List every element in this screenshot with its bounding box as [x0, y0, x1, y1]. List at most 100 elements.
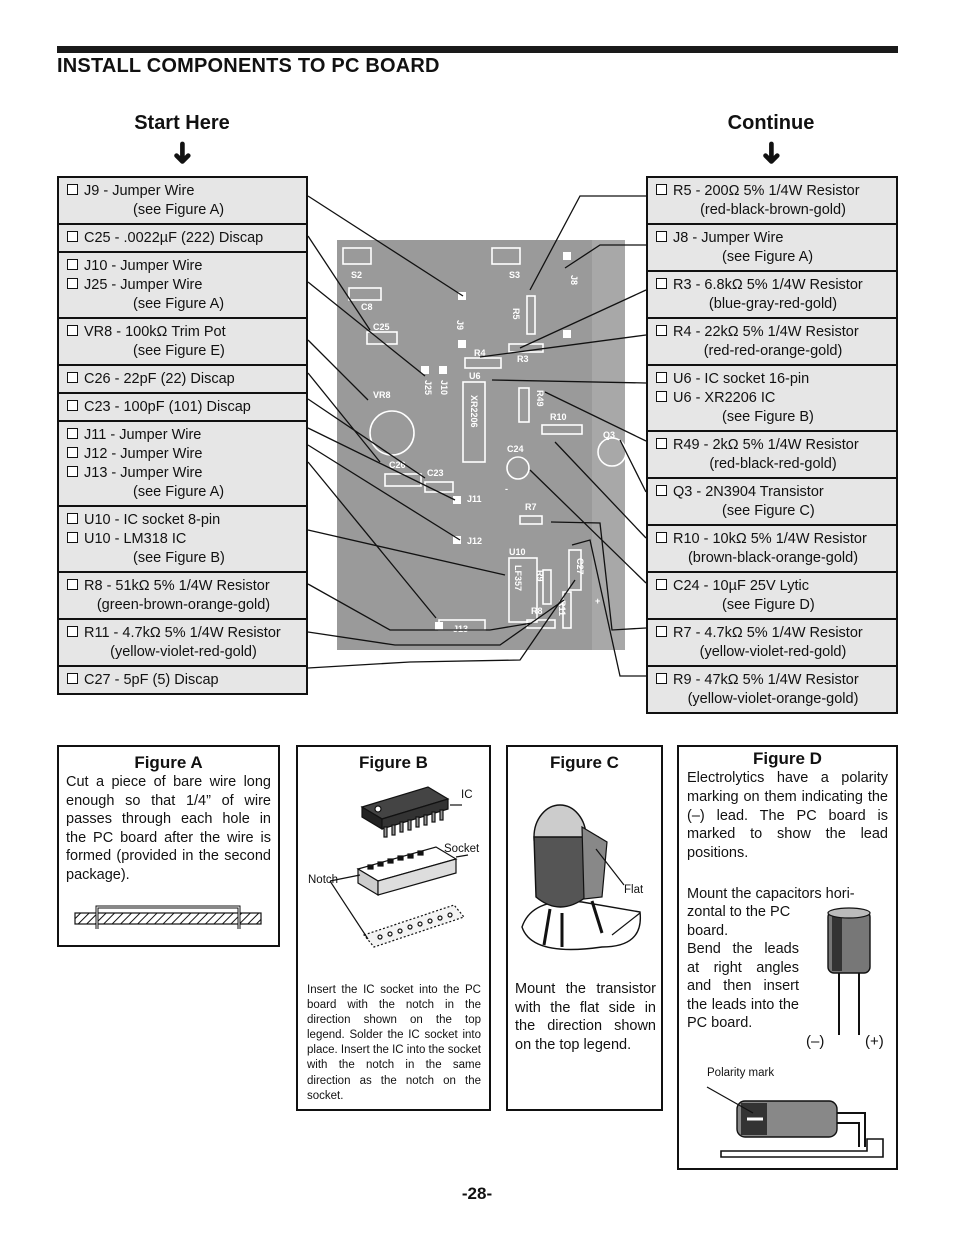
- transistor-q3-outline: [597, 437, 625, 467]
- step-checkbox[interactable]: [67, 428, 78, 439]
- step-text: C27 - 5pF (5) Discap: [84, 672, 219, 688]
- step-item: VR8 - 100kΩ Trim Pot(see Figure E): [59, 319, 306, 366]
- figure-d-title: Figure D: [753, 749, 822, 768]
- step-label: J8 - Jumper Wire: [656, 229, 890, 248]
- step-checkbox[interactable]: [67, 626, 78, 637]
- board-legend-label: R9: [535, 570, 545, 582]
- step-note: (see Figure B): [656, 408, 890, 427]
- step-text: R5 - 200Ω 5% 1/4W Resistor: [673, 183, 860, 199]
- ic-body-front: [381, 798, 449, 830]
- step-checkbox[interactable]: [67, 184, 78, 195]
- board-legend-label: U6: [469, 371, 481, 381]
- board-legend-label: -: [505, 484, 508, 494]
- step-checkbox[interactable]: [67, 579, 78, 590]
- board-legend-label: Q3: [603, 430, 615, 440]
- step-text: R10 - 10kΩ 5% 1/4W Resistor: [673, 531, 867, 547]
- lead-bent-2: [837, 1122, 860, 1147]
- step-checkbox[interactable]: [656, 438, 667, 449]
- board-legend-label: R7: [525, 502, 537, 512]
- step-checkbox[interactable]: [656, 391, 667, 402]
- step-text: Q3 - 2N3904 Transistor: [673, 484, 824, 500]
- board-legend-label: R10: [550, 412, 567, 422]
- start-heading: Start Here: [134, 112, 230, 134]
- figure-a-text: Cut a piece of bare wire long enough so …: [66, 774, 271, 883]
- cap-c25-outline: [366, 331, 398, 345]
- step-note: (see Figure B): [67, 549, 300, 568]
- step-text: (see Figure A): [722, 249, 814, 265]
- step-item: R8 - 51kΩ 5% 1/4W Resistor(green-brown-o…: [59, 573, 306, 620]
- step-checkbox[interactable]: [67, 231, 78, 242]
- board-legend-label: C8: [361, 302, 373, 312]
- step-checkbox[interactable]: [67, 278, 78, 289]
- lead-1: [542, 908, 552, 946]
- step-checkbox[interactable]: [67, 532, 78, 543]
- step-checkbox[interactable]: [67, 400, 78, 411]
- board-legend-label: S3: [509, 270, 520, 280]
- step-checkbox[interactable]: [67, 372, 78, 383]
- page-title: INSTALL COMPONENTS TO PC BOARD: [57, 55, 440, 77]
- step-checkbox[interactable]: [656, 184, 667, 195]
- step-note: (see Figure A): [67, 483, 300, 502]
- step-text: (red-red-orange-gold): [703, 343, 843, 359]
- step-checkbox[interactable]: [656, 325, 667, 336]
- cap-c24-outline: [506, 456, 530, 480]
- step-text: C26 - 22pF (22) Discap: [84, 371, 235, 387]
- step-text: (see Figure A): [133, 484, 225, 500]
- step-text: J9 - Jumper Wire: [84, 183, 195, 199]
- figure-b-panel: Figure B IC Socket Notch: [296, 745, 491, 1111]
- step-label: VR8 - 100kΩ Trim Pot: [67, 323, 300, 342]
- step-checkbox[interactable]: [656, 626, 667, 637]
- board-legend-label: R5: [511, 308, 521, 320]
- page-number: -28-: [461, 1184, 493, 1203]
- leader-j11: [307, 427, 456, 501]
- leader-vr8: [307, 339, 369, 401]
- step-label: J12 - Jumper Wire: [67, 445, 300, 464]
- leader-c26: [307, 372, 381, 463]
- board-legend-label: J11: [467, 494, 482, 504]
- figure-c-panel: Figure C Flat Mount the transistor with …: [506, 745, 663, 1111]
- ic-u10-outline: [508, 557, 538, 623]
- polarity-pointer: [706, 1086, 754, 1114]
- board-legend-label: J10: [439, 380, 449, 395]
- pc-board-section: [74, 912, 262, 925]
- step-checkbox[interactable]: [67, 466, 78, 477]
- step-note: (yellow-violet-red-gold): [656, 643, 890, 662]
- step-checkbox[interactable]: [656, 673, 667, 684]
- step-label: C27 - 5pF (5) Discap: [67, 671, 300, 690]
- step-checkbox[interactable]: [656, 579, 667, 590]
- leader-r7: [550, 521, 647, 631]
- step-checkbox[interactable]: [67, 673, 78, 684]
- step-checkbox[interactable]: [656, 485, 667, 496]
- polarity-mark-label: Polarity mark: [707, 1067, 775, 1079]
- continue-heading: Continue: [727, 112, 815, 134]
- step-label: U10 - LM318 IC: [67, 530, 300, 549]
- step-item: R7 - 4.7kΩ 5% 1/4W Resistor(yellow-viole…: [648, 620, 896, 667]
- step-note: (see Figure A): [67, 295, 300, 314]
- step-text: C24 - 10µF 25V Lytic: [673, 578, 809, 594]
- board-legend-label: XR2206: [469, 395, 479, 428]
- step-item: R49 - 2kΩ 5% 1/4W Resistor(red-black-red…: [648, 432, 896, 479]
- step-text: (see Figure B): [133, 550, 225, 566]
- step-checkbox[interactable]: [656, 231, 667, 242]
- step-label: R10 - 10kΩ 5% 1/4W Resistor: [656, 530, 890, 549]
- step-checkbox[interactable]: [656, 532, 667, 543]
- figure-c-text: Mount the transistor with the flat side …: [515, 981, 656, 1053]
- step-text: (see Figure E): [133, 343, 225, 359]
- step-checkbox[interactable]: [656, 372, 667, 383]
- step-checkbox[interactable]: [67, 513, 78, 524]
- step-label: U6 - XR2206 IC: [656, 389, 890, 408]
- board-legend-label: C26: [389, 460, 406, 470]
- board-legend-label: +: [595, 596, 600, 606]
- board-legend-label: C23: [427, 468, 444, 478]
- step-checkbox[interactable]: [656, 278, 667, 289]
- step-checkbox[interactable]: [67, 447, 78, 458]
- step-checkbox[interactable]: [67, 325, 78, 336]
- step-note: (red-black-red-gold): [656, 455, 890, 474]
- step-note: (red-red-orange-gold): [656, 342, 890, 361]
- step-label: R11 - 4.7kΩ 5% 1/4W Resistor: [67, 624, 300, 643]
- step-checkbox[interactable]: [67, 259, 78, 270]
- step-text: (red-black-brown-gold): [700, 202, 846, 218]
- leader-j13: [307, 461, 437, 619]
- step-note: (green-brown-orange-gold): [67, 596, 300, 615]
- ic-u6-outline: [462, 381, 486, 463]
